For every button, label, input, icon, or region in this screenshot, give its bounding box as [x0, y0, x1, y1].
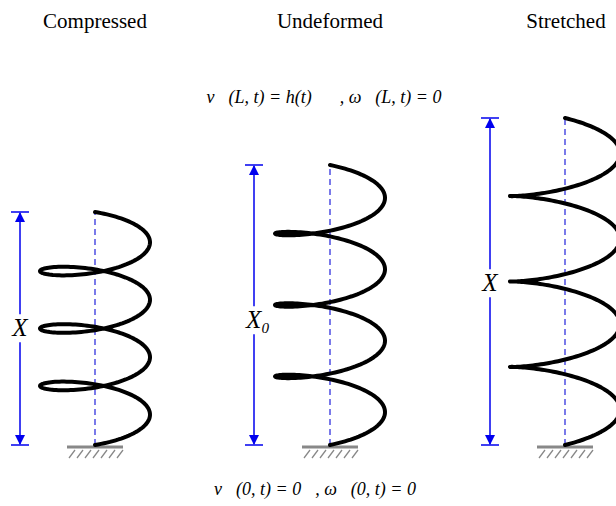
ground-hatch — [93, 450, 99, 458]
ground-hatch — [336, 450, 342, 458]
ground-hatch — [571, 450, 577, 458]
ground-hatch — [109, 450, 115, 458]
ground-hatch — [328, 450, 334, 458]
axis-line — [95, 118, 565, 445]
ground-hatch — [77, 450, 83, 458]
ground-hatch — [352, 450, 358, 458]
ground-hatch — [101, 450, 107, 458]
boundary-condition: v⃗(L, t) = h(t)𝒩⃗, ω⃗(L, t) = 0⃗ — [207, 88, 456, 108]
dimension-tick — [481, 117, 499, 119]
ground-hatch — [344, 450, 350, 458]
ground-hatch — [579, 450, 585, 458]
axis-line — [329, 165, 330, 445]
ground-hatch — [563, 450, 569, 458]
dimension-tick — [481, 444, 499, 446]
boundary-condition: v⃗(0, t) = 0⃗, ω⃗(0, t) = 0⃗ — [214, 480, 430, 500]
ground-hatch — [117, 450, 123, 458]
ground-hatch — [69, 450, 75, 458]
axis-line — [564, 118, 565, 445]
ground-hatch — [587, 450, 593, 458]
ground-hatch — [312, 450, 318, 458]
helical-spring — [40, 118, 616, 445]
ground-hatch — [320, 450, 326, 458]
dimension-arrow — [253, 166, 255, 444]
dimension-tick — [245, 164, 263, 166]
helical-spring — [510, 118, 616, 445]
ground-hatch — [555, 450, 561, 458]
dimension-tick — [245, 444, 263, 446]
ground-hatch — [539, 450, 545, 458]
panel-title: Stretched — [526, 10, 605, 33]
panel-title: Compressed — [43, 10, 147, 33]
ground-support — [67, 447, 593, 458]
helical-spring — [40, 212, 150, 445]
ground-hatch — [304, 450, 310, 458]
dimension-label: X — [480, 269, 499, 297]
ground-hatch — [85, 450, 91, 458]
dimension-tick — [11, 444, 29, 446]
dimension-label: X — [10, 314, 29, 342]
helical-spring — [275, 165, 385, 445]
dimension-arrow — [11, 118, 499, 445]
ground-hatch — [547, 450, 553, 458]
dimension-tick — [11, 211, 29, 213]
panel-title: Undeformed — [277, 10, 383, 33]
dimension-label: X₀ — [244, 306, 272, 334]
